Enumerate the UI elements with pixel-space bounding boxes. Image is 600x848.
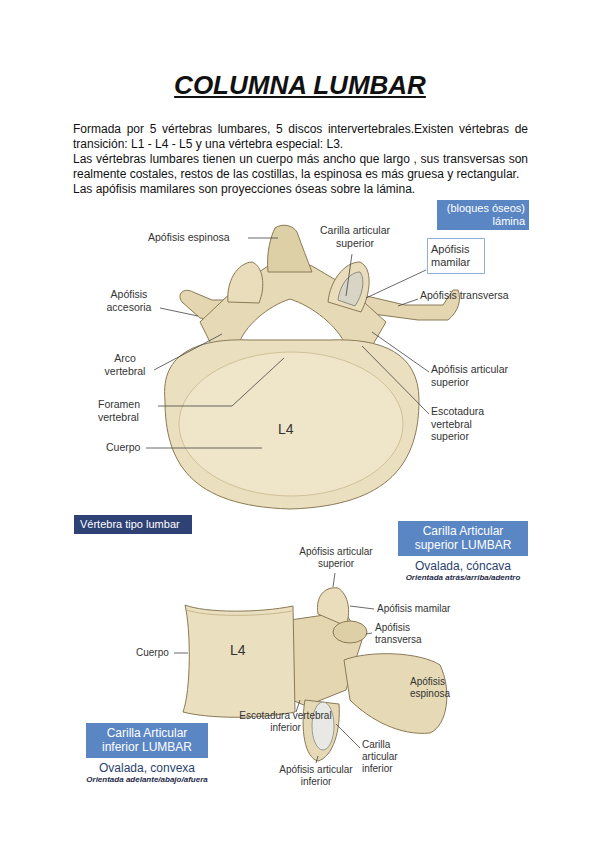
- part-label: Cuerpo: [136, 647, 176, 659]
- part-label: Apófisis articular superior: [431, 363, 531, 388]
- part-label: Carilla articular inferior: [362, 739, 424, 775]
- facet-shape: Ovalada, convexa: [86, 761, 208, 775]
- title-band: Carilla Articular superior LUMBAR Ovalada…: [398, 521, 528, 583]
- part-label: Foramen vertebral: [98, 398, 158, 423]
- part-label: Carilla articular superior: [305, 224, 405, 249]
- band-heading: Carilla Articular superior LUMBAR: [398, 521, 528, 556]
- page-title: COLUMNA LUMBAR: [0, 70, 600, 101]
- title-band: (bloques óseos) lámina: [437, 200, 529, 230]
- part-label: Apófisis articular superior: [288, 546, 384, 570]
- title-band: Carilla Articular inferior LUMBAR Ovalada…: [86, 723, 208, 785]
- band-heading: Carilla Articular inferior LUMBAR: [86, 723, 208, 758]
- vertebra-level: L4: [230, 642, 260, 659]
- facet-orientation: Orientada adelante/abajo/afuera: [86, 775, 208, 785]
- facet-shape: Ovalada, cóncava: [398, 559, 528, 573]
- vertebra-level: L4: [278, 421, 308, 438]
- paragraph-block: Formada por 5 vértebras lumbares, 5 disc…: [73, 122, 528, 197]
- body-paragraph: Las apófisis mamilares son proyecciones …: [73, 182, 528, 197]
- band-heading: (bloques óseos) lámina: [437, 200, 529, 230]
- band-heading: Vértebra tipo lumbar: [74, 515, 192, 534]
- part-label: Apófisis transversa: [375, 622, 435, 646]
- title-band: Vértebra tipo lumbar: [74, 515, 192, 534]
- part-label: Arco vertebral: [96, 352, 154, 377]
- part-label: Apófisis espinosa: [148, 231, 258, 244]
- part-label: Cuerpo: [106, 441, 156, 454]
- facet-orientation: Orientada atrás/arriba/adentro: [398, 573, 528, 583]
- body-paragraph: Las vértebras lumbares tienen un cuerpo …: [73, 152, 528, 182]
- part-label: Escotadura vertebral superior: [431, 405, 493, 443]
- body-paragraph: Formada por 5 vértebras lumbares, 5 disc…: [73, 122, 528, 152]
- part-label: Apófisis espinosa: [410, 676, 472, 700]
- part-label: Escotadura vertebral inferior: [238, 710, 333, 734]
- part-label: Apófisis articular inferior: [277, 764, 355, 788]
- callout-box: Apófisis mamilar: [427, 238, 485, 274]
- part-label: Apófisis transversa: [420, 289, 530, 302]
- callout-text: Apófisis mamilar: [427, 238, 485, 274]
- part-label: Apófisis accesoria: [98, 288, 160, 313]
- part-label: Apófisis mamilar: [377, 603, 477, 615]
